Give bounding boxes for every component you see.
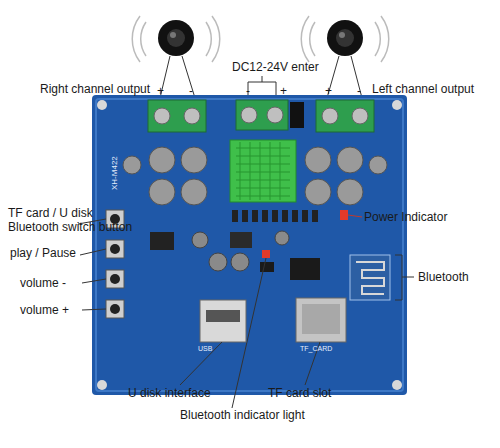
button-label: volume - xyxy=(20,276,66,290)
bluetooth-module xyxy=(350,255,390,300)
button-label: volume + xyxy=(20,303,69,317)
tf-slot xyxy=(296,298,346,342)
output-label: Right channel output xyxy=(40,82,150,96)
button-label: play / Pause xyxy=(10,246,76,260)
power-input-label: DC12-24V enter xyxy=(232,60,319,74)
indicator-label: Bluetooth indicator light xyxy=(180,408,305,422)
polarity-mark: + xyxy=(157,84,164,98)
silkscreen-text: XH-M422 xyxy=(110,156,120,190)
power-led xyxy=(340,210,348,220)
polarity-mark: - xyxy=(189,84,193,98)
heatsink xyxy=(230,140,296,202)
port-label: U disk interface xyxy=(128,386,211,400)
polarity-mark: - xyxy=(246,84,250,98)
smd-parts xyxy=(150,210,320,280)
indicator-label: Power Indicator xyxy=(364,210,447,224)
module-label: Bluetooth xyxy=(418,270,469,284)
polarity-mark: + xyxy=(325,84,332,98)
button-label: TF card / U disk Bluetooth switch button xyxy=(8,206,146,234)
polarity-mark: + xyxy=(280,84,287,98)
usb-port xyxy=(200,300,246,342)
polarity-mark: - xyxy=(357,84,361,98)
silkscreen-text: TF_CARD xyxy=(300,344,332,353)
slot-label: TF card slot xyxy=(268,386,331,400)
output-label: Left channel output xyxy=(372,82,474,96)
pcb xyxy=(92,95,407,395)
terminal-blocks xyxy=(148,100,374,132)
silkscreen-text: USB xyxy=(198,344,212,353)
